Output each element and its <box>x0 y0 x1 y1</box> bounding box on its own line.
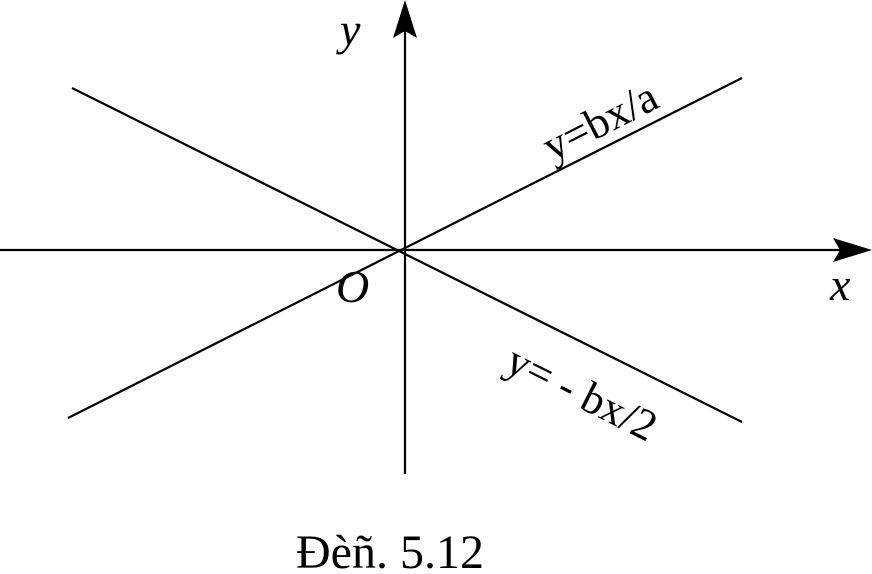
x-axis-arrowhead <box>833 238 872 262</box>
y-axis-arrowhead <box>393 0 417 38</box>
origin-label: O <box>336 261 369 312</box>
line-y-equals-bx-over-a <box>67 77 743 419</box>
upper-line-equation-label: y=bx/a <box>534 72 665 171</box>
x-axis-label: x <box>829 259 851 310</box>
lower-line-equation-label: y= - bx/2 <box>499 335 666 451</box>
line-y-equals-minus-bx-over-2 <box>71 87 743 423</box>
y-axis-label: y <box>336 4 361 55</box>
figure-caption: Đèñ. 5.12 <box>296 526 484 574</box>
